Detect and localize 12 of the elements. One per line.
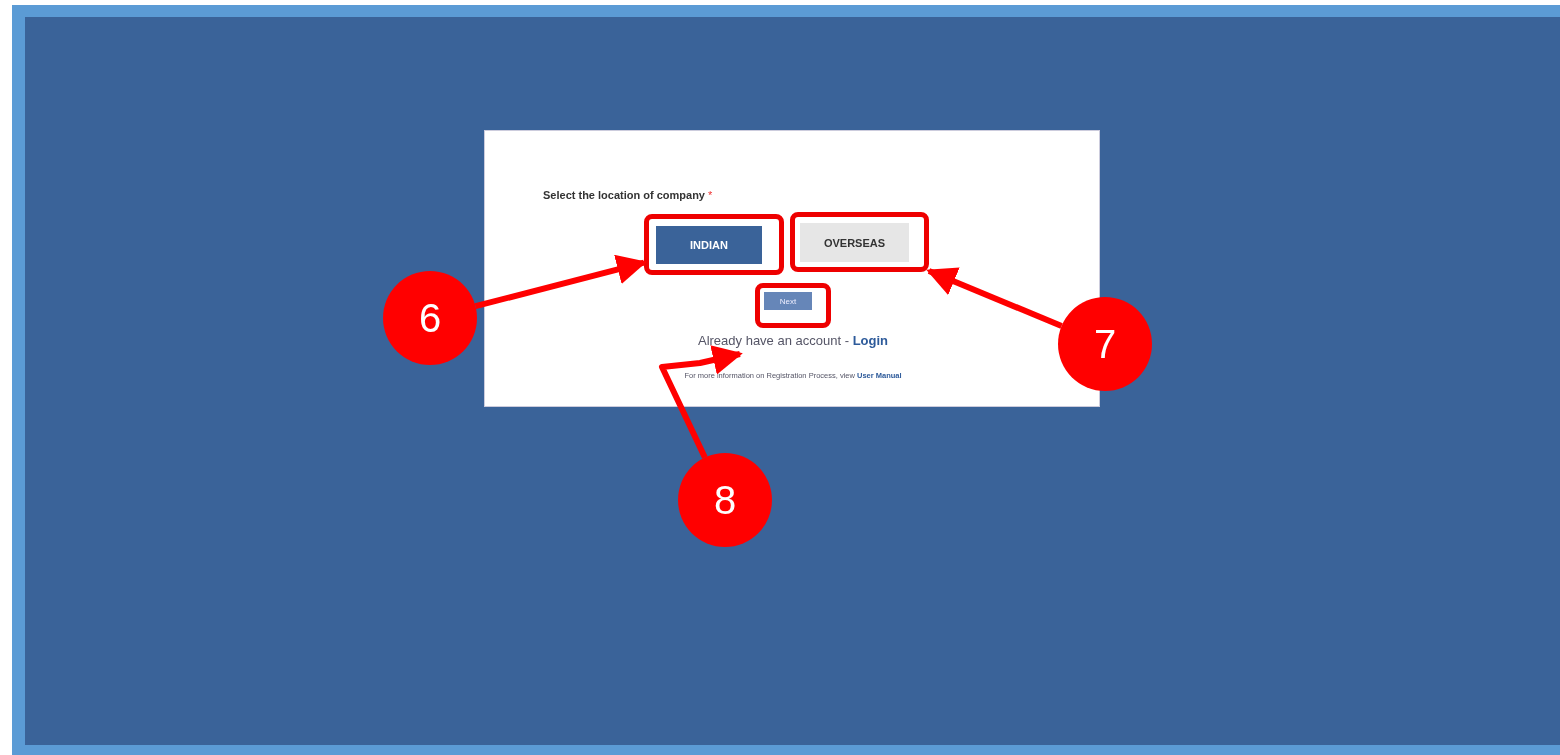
highlight-frame	[790, 212, 929, 272]
required-mark: *	[708, 189, 713, 201]
highlight-frame	[644, 214, 784, 275]
arrow	[474, 254, 647, 310]
highlight-frame	[755, 283, 831, 328]
option-button: OVERSEAS	[800, 223, 909, 262]
field-label: Select the location of company	[543, 189, 705, 201]
arrow	[659, 345, 743, 459]
login-prompt: Already have an account - Login	[673, 330, 913, 354]
next-button: Next	[764, 292, 812, 310]
arrow	[926, 267, 1063, 329]
option-button: INDIAN	[656, 226, 762, 264]
